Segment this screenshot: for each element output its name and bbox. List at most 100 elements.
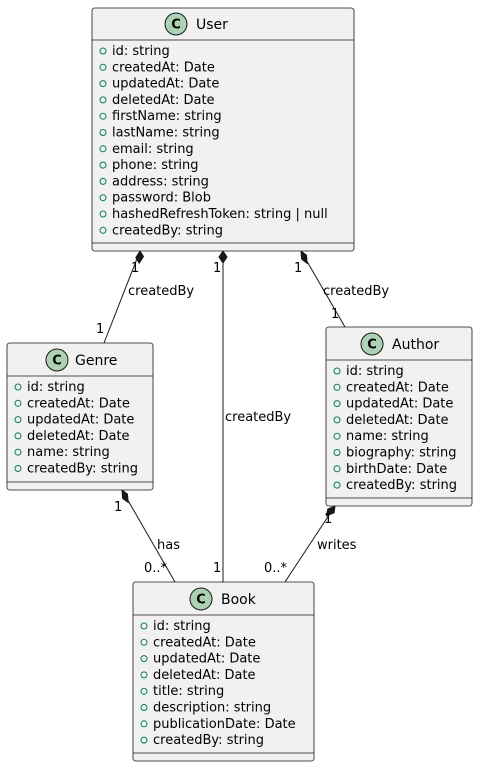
- public-visibility-icon: [333, 481, 341, 489]
- attribute: updatedAt: Date: [153, 652, 260, 667]
- relation-user-author-target-mult: 1: [331, 307, 339, 322]
- attribute: createdAt: Date: [346, 380, 449, 395]
- attribute: biography: string: [346, 446, 456, 461]
- attribute: title: string: [153, 684, 224, 699]
- attribute: deletedAt: Date: [27, 429, 130, 444]
- public-visibility-icon: [140, 687, 148, 695]
- public-visibility-icon: [99, 96, 107, 104]
- class-stereotype-icon: [45, 348, 69, 372]
- attribute: firstName: string: [112, 109, 222, 124]
- relation-user-book-label: createdBy: [225, 410, 291, 425]
- public-visibility-icon: [99, 194, 107, 202]
- public-visibility-icon: [14, 465, 22, 472]
- public-visibility-icon: [140, 671, 148, 679]
- composition-diamond: [218, 250, 228, 264]
- composition-diamond: [121, 488, 129, 504]
- class-book[interactable]: C Book id: string createdAt: Date update…: [132, 581, 315, 762]
- relation-author-book-source-mult: 1: [324, 512, 332, 527]
- class-stereotype-icon: [360, 332, 384, 356]
- class-user-name: User: [196, 17, 228, 33]
- class-user[interactable]: C User id: string createdAt: Date update…: [91, 7, 355, 252]
- public-visibility-icon: [333, 432, 341, 440]
- relation-user-genre: createdBy 1 1: [96, 250, 194, 344]
- class-author-name: Author: [392, 337, 439, 353]
- public-visibility-icon: [99, 47, 107, 55]
- relation-user-book: createdBy 1 1: [213, 250, 291, 582]
- attribute: name: string: [27, 445, 110, 460]
- relation-user-author-line: [300, 250, 346, 328]
- relation-author-book-label: writes: [317, 538, 357, 553]
- class-genre[interactable]: C Genre id: string createdAt: Date updat…: [6, 342, 154, 491]
- attribute: id: string: [346, 364, 404, 379]
- attribute: deletedAt: Date: [153, 668, 256, 683]
- public-visibility-icon: [99, 177, 107, 185]
- composition-diamond: [300, 249, 308, 265]
- attribute: phone: string: [112, 158, 199, 173]
- attribute: updatedAt: Date: [346, 397, 453, 412]
- public-visibility-icon: [333, 400, 341, 408]
- public-visibility-icon: [333, 416, 341, 424]
- public-visibility-icon: [333, 465, 341, 473]
- attribute: name: string: [346, 429, 429, 444]
- public-visibility-icon: [14, 432, 22, 440]
- relation-user-author: createdBy 1 1: [294, 249, 389, 328]
- relation-user-author-label: createdBy: [323, 284, 389, 299]
- class-user-box: [91, 7, 355, 252]
- class-author-box: [325, 326, 473, 507]
- attribute: deletedAt: Date: [112, 93, 215, 108]
- attribute: id: string: [112, 44, 170, 59]
- public-visibility-icon: [99, 129, 107, 136]
- public-visibility-icon: [99, 226, 107, 234]
- public-visibility-icon: [14, 399, 22, 407]
- class-book-box: [132, 581, 315, 762]
- relation-user-book-target-mult: 1: [213, 561, 221, 576]
- attribute: description: string: [153, 701, 271, 716]
- class-stereotype-letter: C: [171, 18, 181, 33]
- public-visibility-icon: [14, 448, 22, 456]
- public-visibility-icon: [140, 655, 148, 663]
- public-visibility-icon: [14, 416, 22, 424]
- attribute: password: Blob: [112, 191, 211, 206]
- relation-user-genre-target-mult: 1: [96, 322, 104, 337]
- class-book-attributes: id: string createdAt: Date updatedAt: Da…: [140, 619, 296, 748]
- class-genre-name: Genre: [75, 353, 117, 369]
- attribute: createdBy: string: [27, 462, 138, 477]
- attribute: createdBy: string: [153, 733, 264, 748]
- relation-author-book-target-mult: 0..*: [264, 561, 288, 576]
- relation-genre-book-label: has: [157, 538, 180, 553]
- attribute: updatedAt: Date: [27, 413, 134, 428]
- class-user-attributes: id: string createdAt: Date updatedAt: Da…: [99, 44, 328, 238]
- attribute: email: string: [112, 142, 194, 157]
- relation-genre-book-target-mult: 0..*: [144, 561, 168, 576]
- relation-user-genre-label: createdBy: [128, 284, 194, 299]
- class-stereotype-letter: C: [52, 354, 62, 369]
- class-genre-box: [6, 342, 154, 491]
- class-stereotype-icon: [164, 12, 188, 36]
- public-visibility-icon: [333, 383, 341, 391]
- relation-user-genre-line: [103, 250, 141, 344]
- public-visibility-icon: [140, 736, 148, 744]
- attribute: id: string: [153, 619, 211, 634]
- public-visibility-icon: [99, 161, 107, 169]
- relation-genre-book-source-mult: 1: [114, 500, 122, 515]
- attribute: createdBy: string: [346, 478, 457, 493]
- public-visibility-icon: [140, 638, 148, 646]
- attribute: lastName: string: [112, 126, 220, 141]
- public-visibility-icon: [140, 704, 148, 711]
- class-stereotype-icon: [189, 587, 213, 611]
- class-book-name: Book: [221, 592, 257, 608]
- class-author[interactable]: C Author id: string createdAt: Date upda…: [325, 326, 473, 507]
- composition-diamond: [135, 250, 145, 265]
- attribute: createdAt: Date: [153, 635, 256, 650]
- public-visibility-icon: [99, 80, 107, 88]
- relation-author-book-line: [284, 505, 336, 583]
- public-visibility-icon: [140, 622, 148, 630]
- attribute: createdAt: Date: [27, 396, 130, 411]
- attribute: id: string: [27, 380, 85, 395]
- class-genre-attributes: id: string createdAt: Date updatedAt: Da…: [14, 380, 138, 477]
- attribute: address: string: [112, 174, 209, 189]
- relation-user-author-source-mult: 1: [294, 261, 302, 276]
- attribute: birthDate: Date: [346, 462, 447, 477]
- relation-author-book: writes 1 0..*: [264, 505, 357, 583]
